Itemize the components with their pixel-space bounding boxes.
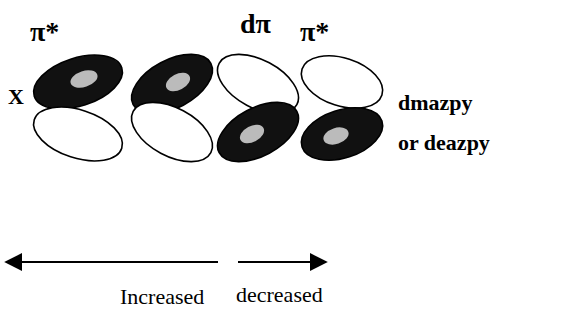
increase-arrow [6,261,218,263]
orbital-lobe [27,45,129,119]
orbital-lobe [27,97,129,171]
orbital-lobe [295,98,390,170]
trend-label: Increased [120,286,204,308]
orbital-lobe [208,90,308,174]
decrease-arrow [238,261,326,263]
orbital-label: π* [300,18,329,46]
orbital-lobe [295,46,390,118]
ligand-label: dmazpy [398,92,473,114]
atom-label: X [8,86,24,108]
trend-label: decreased [236,284,323,306]
ligand-label: or deazpy [398,132,490,154]
orbital-lobe [122,90,222,174]
orbital-label: dπ [240,10,271,38]
orbital-label: π* [30,18,59,46]
